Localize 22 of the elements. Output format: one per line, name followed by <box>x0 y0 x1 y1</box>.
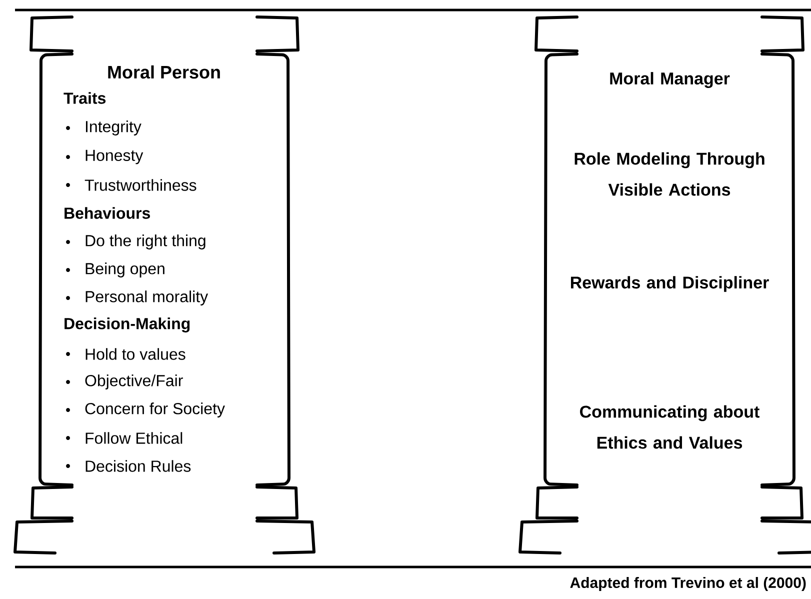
bullet-item: Being open <box>86 262 164 278</box>
pillar <box>14 16 316 554</box>
role-text: Rewards and Discipliner <box>570 276 769 292</box>
heading: Moral Person <box>108 65 220 79</box>
bullet-item: Follow Ethical <box>86 432 182 444</box>
bullet-item: Decision Rules <box>86 460 191 472</box>
bullet-item: Integrity <box>86 120 142 136</box>
role-text: Communicating about Ethics and Values <box>580 405 760 449</box>
section-heading: Decision-Making <box>64 318 190 332</box>
bullet-item: Objective/Fair <box>85 374 183 390</box>
bullet-item: Trustworthiness <box>84 179 196 191</box>
role-text: Role Modeling Through Visible Actions <box>574 152 764 196</box>
bullet-item: Honesty <box>86 150 144 164</box>
bullet-item: Hold to values <box>86 348 186 360</box>
bullet-item: Concern for Society <box>85 402 225 418</box>
pillar <box>518 16 811 554</box>
section-heading: Traits <box>64 92 106 104</box>
section-heading: Behaviours <box>64 207 150 219</box>
role-text: Moral Manager <box>610 72 730 88</box>
bullet-item: Do the right thing <box>86 234 206 250</box>
bullet-item: Personal morality <box>86 290 208 306</box>
caption: Adapted from Trevino et al (2000) <box>570 577 806 591</box>
